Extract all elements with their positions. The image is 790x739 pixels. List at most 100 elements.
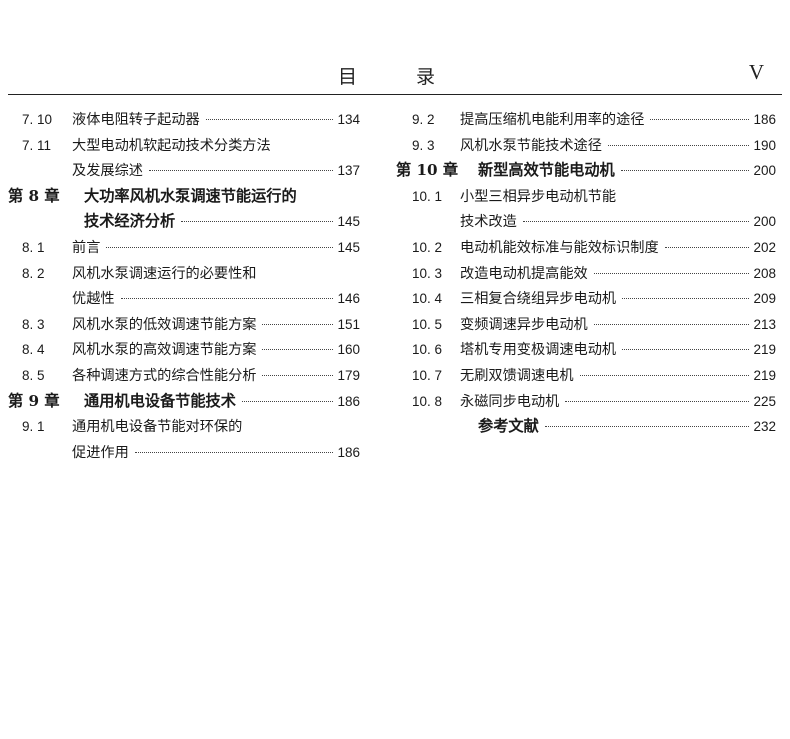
toc-entry-number: 10. 8 (412, 393, 443, 409)
toc-leader-dots (522, 221, 750, 223)
toc-entry-page: 219 (753, 367, 776, 383)
toc-entry-line: 第 8 章大功率风机水泵调速节能运行的 (8, 184, 360, 210)
toc-entry-page: 208 (753, 265, 776, 281)
toc-entry-title: 无刷双馈调速电机 (460, 367, 574, 384)
toc-entry-title: 通用机电设备节能技术 (84, 391, 236, 410)
toc-section-entry[interactable]: 技术改造 200 (396, 209, 776, 235)
toc-entry-title: 液体电阻转子起动器 (72, 112, 200, 128)
toc-section-entry[interactable]: 10. 4 三相复合绕组异步电动机 209 (396, 286, 776, 312)
toc-entry-title: 通用机电设备节能对环保的 (72, 419, 243, 436)
toc-entry-title: 风机水泵的低效调速节能方案 (72, 316, 257, 333)
toc-entry-number: 10. 2 (412, 239, 443, 255)
toc-section-entry[interactable]: 10. 7 无刷双馈调速电机 219 (396, 363, 776, 389)
toc-section-entry[interactable]: 9. 3 风机水泵节能技术途径 190 (396, 133, 776, 159)
toc-entry-page: 134 (337, 112, 360, 127)
toc-entry-title: 风机水泵节能技术途径 (460, 137, 602, 154)
toc-leader-dots (565, 400, 750, 402)
toc-entry-title: 及发展综述 (72, 163, 143, 180)
toc-leader-dots (120, 298, 334, 300)
toc-entry-number: 7. 10 (22, 112, 53, 127)
toc-entry-number: 10. 1 (412, 188, 443, 204)
toc-leader-dots (622, 298, 750, 300)
toc-entry-title: 永磁同步电动机 (460, 393, 560, 410)
toc-entry-number: 8. 4 (22, 342, 45, 358)
toc-entry-page: 213 (753, 316, 776, 332)
toc-entry-number: 8. 1 (22, 239, 45, 255)
toc-entry-number: 9. 2 (412, 112, 435, 127)
toc-entry-title: 大功率风机水泵调速节能运行的 (84, 186, 297, 205)
toc-entry-number: 8. 5 (22, 367, 45, 383)
toc-entry-title: 电动机能效标准与能效标识制度 (460, 239, 659, 256)
toc-entry-title: 前言 (72, 239, 101, 256)
toc-leader-dots (622, 349, 750, 351)
toc-entry-title: 参考文献 (478, 417, 539, 436)
toc-leader-dots (262, 374, 334, 376)
toc-leader-dots (205, 119, 334, 120)
toc-leader-dots (181, 221, 334, 223)
toc-entry-number: 9. 1 (22, 419, 45, 435)
toc-leader-dots (106, 246, 334, 248)
toc-entry-page: 209 (753, 291, 776, 307)
toc-entry-number: 10. 5 (412, 316, 443, 332)
toc-entry-page: 200 (753, 214, 776, 230)
toc-chapter-entry[interactable]: 第 8 章大功率风机水泵调速节能运行的 (8, 184, 360, 210)
toc-entry-page: 190 (753, 137, 776, 153)
toc-entry-line: 技术改造 200 (396, 209, 776, 236)
toc-entry-number: 10. 4 (412, 291, 443, 307)
toc-entry-number: 9. 3 (412, 137, 435, 153)
toc-leader-dots (607, 144, 750, 146)
toc-entry-line: 9. 1 通用机电设备节能对环保的 (8, 414, 360, 441)
toc-entry-number: 7. 11 (22, 137, 52, 153)
toc-entry-page: 146 (337, 291, 360, 307)
toc-entry-page: 145 (337, 214, 360, 230)
toc-entry-number: 10. 3 (412, 265, 443, 281)
toc-entry-number: 8. 3 (22, 316, 45, 332)
toc-entry-number: 10. 7 (412, 367, 443, 383)
toc-section-entry[interactable]: 9. 1 通用机电设备节能对环保的 (8, 414, 360, 440)
toc-entry-title: 塔机专用变极调速电动机 (460, 342, 617, 359)
toc-section-entry[interactable]: 7. 10 液体电阻转子起动器 134 (8, 107, 360, 133)
toc-entry-line: 10. 7 无刷双馈调速电机 219 (396, 363, 776, 390)
toc-entry-title: 技术改造 (460, 214, 517, 231)
toc-entry-page: 186 (753, 112, 776, 127)
toc-entry-title: 三相复合绕组异步电动机 (460, 291, 617, 308)
toc-entry-title: 新型高效节能电动机 (478, 161, 615, 180)
toc-leader-dots (593, 323, 750, 325)
